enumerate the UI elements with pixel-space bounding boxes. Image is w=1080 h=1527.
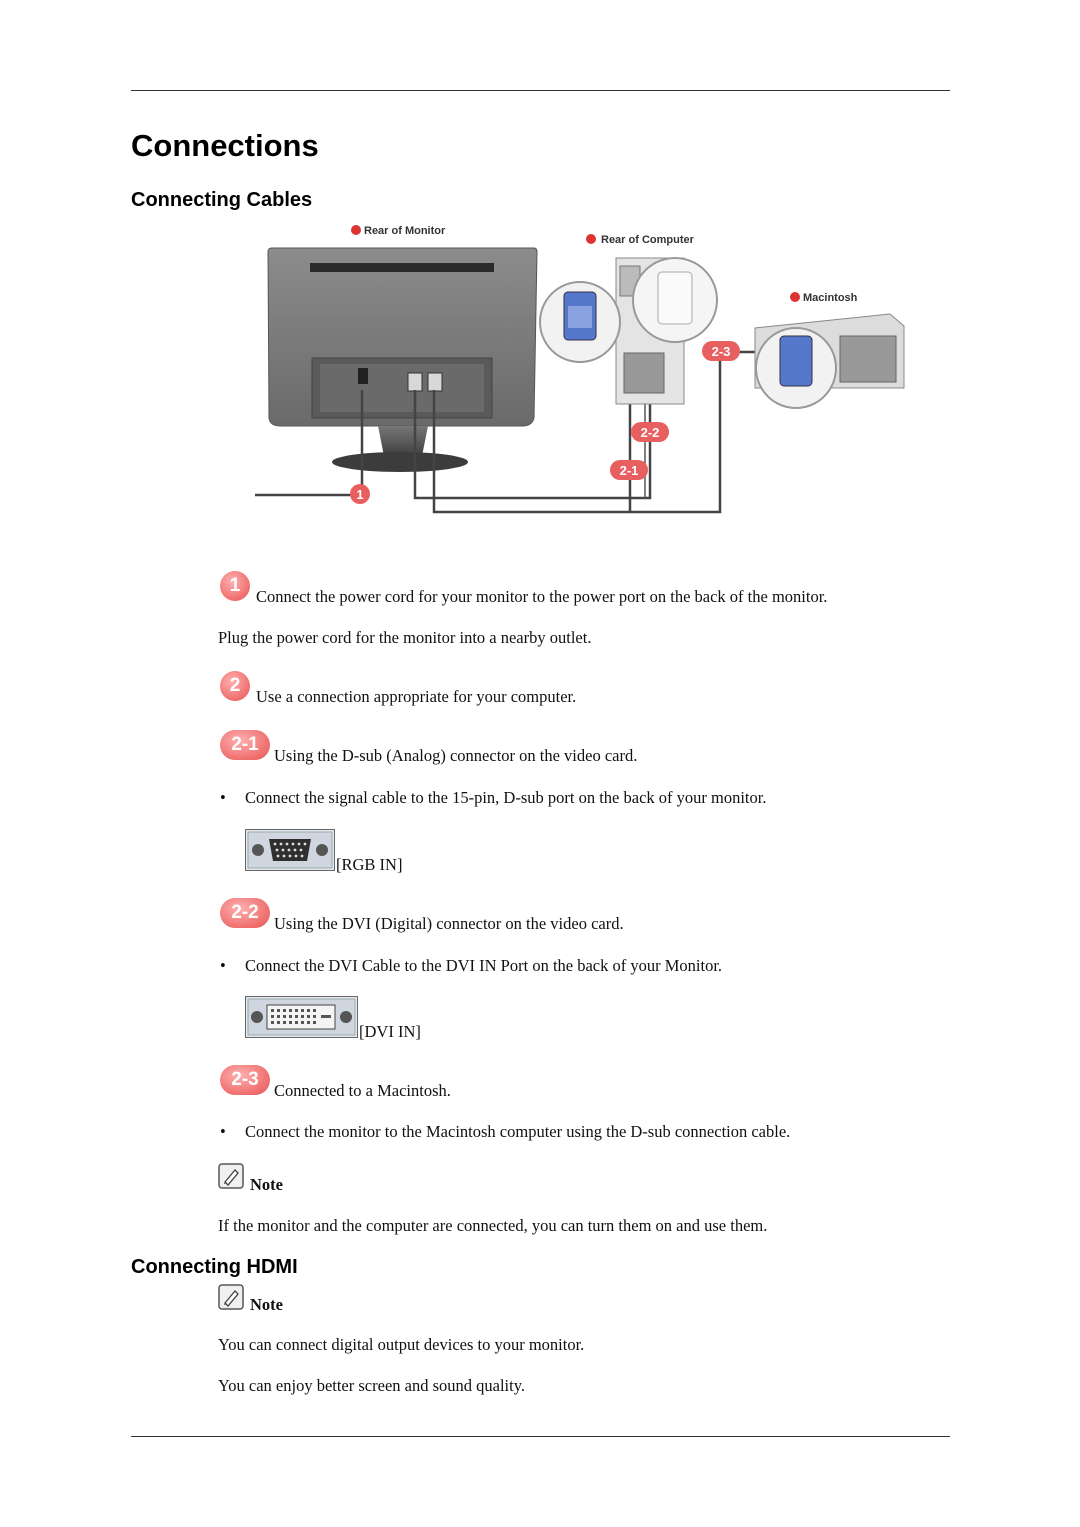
rear-monitor-dot <box>351 225 361 235</box>
rgb-in-label: [RGB IN] <box>336 855 403 874</box>
step-2-2-text: Using the DVI (Digital) connector on the… <box>274 914 624 933</box>
note-text-2-line-2: You can enjoy better screen and sound qu… <box>218 1376 526 1395</box>
footer-rule <box>131 1436 950 1437</box>
step-2-1-bullet-mark: • <box>220 788 226 807</box>
monitor-vent <box>310 263 494 272</box>
note-text-2-line-1: You can connect digital output devices t… <box>218 1335 585 1354</box>
computer-slots <box>623 352 665 394</box>
macintosh-slots <box>839 335 897 383</box>
dvi-connector <box>657 271 693 325</box>
monitor-power-port <box>358 368 368 384</box>
monitor-stand-base <box>332 452 468 472</box>
note-icon <box>218 1163 244 1189</box>
step-2-2-badge: 2-2 <box>220 898 270 928</box>
rear-computer-label: Rear of Computer <box>601 234 695 246</box>
monitor-stand-neck <box>378 426 428 456</box>
step-2-3-badge: 2-3 <box>220 1065 270 1095</box>
rgb-in-port-icon <box>245 829 335 871</box>
monitor-dvi-port <box>427 372 443 392</box>
section-title-connecting-hdmi: Connecting HDMI <box>131 1256 298 1278</box>
diagram-badge-1-label: 1 <box>356 487 363 502</box>
step-2-3-bullet-mark: • <box>220 1122 226 1141</box>
note-label-2: Note <box>250 1295 283 1314</box>
step-2-badge: 2 <box>220 671 250 701</box>
note-icon <box>218 1284 244 1310</box>
note-text-1: If the monitor and the computer are conn… <box>218 1216 768 1235</box>
step-1-text: Connect the power cord for your monitor … <box>256 587 828 606</box>
diagram-badge-1 <box>350 484 370 504</box>
page-title: Connections <box>131 128 319 163</box>
step-2-3-text: Connected to a Macintosh. <box>274 1081 451 1100</box>
macintosh-dot <box>790 292 800 302</box>
step-1-subtext: Plug the power cord for the monitor into… <box>218 628 592 647</box>
step-2-1-badge: 2-1 <box>220 730 270 760</box>
monitor-rgb-port <box>407 372 423 392</box>
rgb-cable <box>413 388 652 500</box>
macintosh-label: Macintosh <box>803 292 858 304</box>
header-rule <box>131 90 950 91</box>
dvi-in-port-icon <box>245 996 358 1038</box>
dvi-in-label: [DVI IN] <box>359 1022 421 1041</box>
step-2-2-bullet-text: Connect the DVI Cable to the DVI IN Port… <box>245 956 723 975</box>
step-2-3-bullet-text: Connect the monitor to the Macintosh com… <box>245 1122 791 1141</box>
step-1-badge: 1 <box>220 571 250 601</box>
section-title-connecting-cables: Connecting Cables <box>131 189 313 211</box>
diagram-badge-2-3 <box>702 341 740 361</box>
monitor-inner-panel <box>320 364 484 412</box>
step-2-2-bullet-mark: • <box>220 956 226 975</box>
note-label-1: Note <box>250 1175 283 1194</box>
mac-dsub-connector <box>779 335 813 387</box>
step-2-1-text: Using the D-sub (Analog) connector on th… <box>274 746 638 765</box>
diagram-badge-2-2-label: 2-2 <box>641 425 660 440</box>
step-2-1-bullet-text: Connect the signal cable to the 15-pin, … <box>245 788 767 807</box>
diagram-badge-2-3-label: 2-3 <box>712 344 731 359</box>
connection-diagram: Rear of Monitor Rear of Computer Macinto… <box>255 225 905 514</box>
rear-computer-dot <box>586 234 596 244</box>
step-2-text: Use a connection appropriate for your co… <box>256 687 577 706</box>
rear-monitor-label: Rear of Monitor <box>364 225 446 237</box>
dsub-plug <box>568 306 592 328</box>
dvi-cable <box>432 344 722 514</box>
diagram-badge-2-2 <box>631 422 669 442</box>
diagram-badge-2-1 <box>610 460 648 480</box>
diagram-badge-2-1-label: 2-1 <box>620 463 639 478</box>
